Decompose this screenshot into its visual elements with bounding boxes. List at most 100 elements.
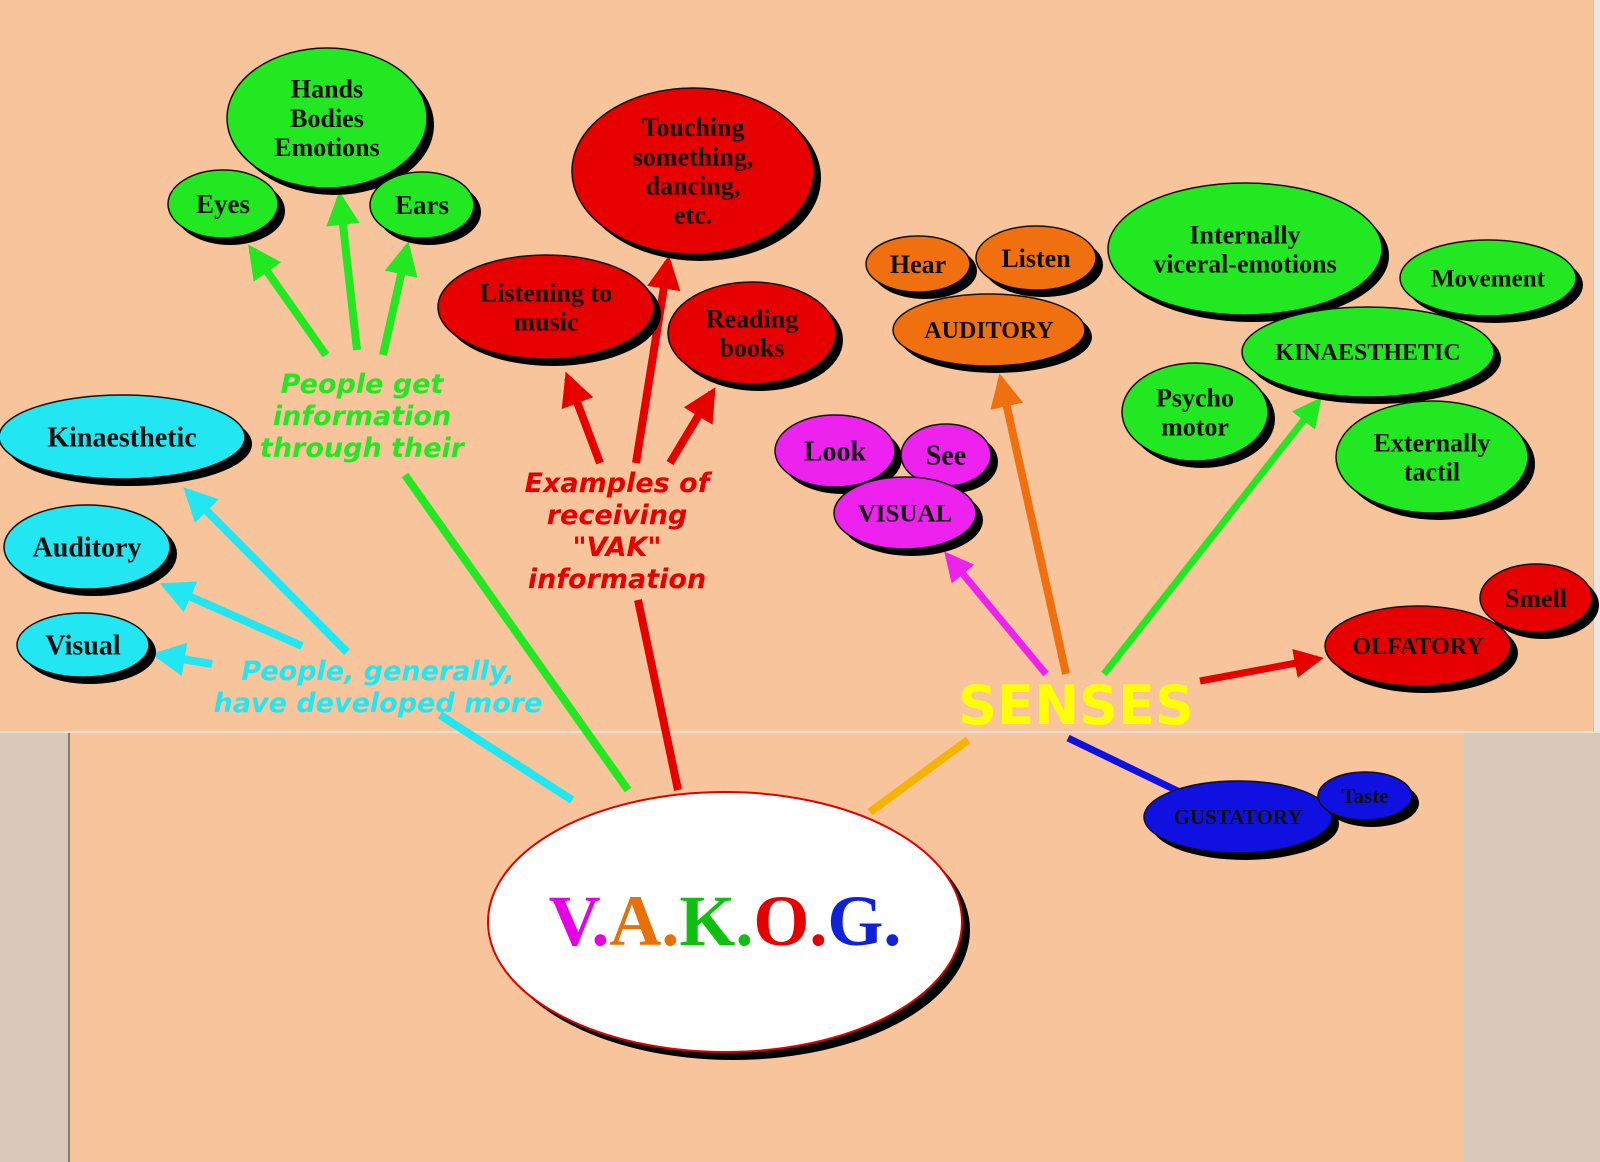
vakog-letter-5: G. (827, 881, 901, 961)
node-look[interactable]: Look (774, 414, 902, 494)
arrow-to-auditory-left (159, 581, 304, 650)
connector-center-to-green-note (401, 472, 632, 793)
scrollbar-edge[interactable] (1593, 0, 1600, 732)
node-internally-label: Internally (1189, 220, 1300, 249)
node-internally-bubble (1107, 182, 1383, 316)
node-externally-label: Externally (1374, 428, 1491, 457)
node-gustatory-label: GUSTATORY (1174, 805, 1303, 829)
node-hear[interactable]: Hear (865, 235, 977, 299)
note-people-generally-line: People, generally, (241, 656, 514, 687)
node-auditory-sense[interactable]: AUDITORY (892, 293, 1092, 373)
node-kinaesthetic-left[interactable]: Kinaesthetic (0, 394, 252, 486)
node-internally-label: viceral-emotions (1153, 249, 1336, 278)
node-visual-left-label: Visual (45, 631, 120, 662)
node-visual-sense-bubble (833, 476, 977, 550)
node-gustatory[interactable]: GUSTATORY (1143, 780, 1339, 860)
node-touching-label: Touching (641, 113, 744, 142)
node-taste-label: Taste (1341, 784, 1388, 808)
arrow-to-kinaesthetic-left (183, 487, 350, 655)
node-auditory-sense-label: AUDITORY (924, 318, 1053, 344)
node-psycho-motor-label: motor (1161, 412, 1229, 441)
node-visual-left[interactable]: Visual (16, 612, 156, 684)
node-ears-bubble (369, 171, 475, 239)
note-people-generally-line: have developed more (214, 688, 543, 719)
node-auditory-left[interactable]: Auditory (3, 504, 177, 596)
arrow-to-kinaesthetic-sense (1101, 397, 1322, 677)
connector-center-to-red-note (634, 599, 682, 791)
node-movement-label: Movement (1431, 266, 1546, 293)
node-auditory-left-label: Auditory (33, 533, 142, 564)
vakog-letter-3: K. (679, 881, 753, 961)
arrow-to-auditory-sense (990, 373, 1070, 675)
node-hands-bodies-emotions-bubble (226, 47, 428, 189)
node-movement[interactable]: Movement (1399, 239, 1583, 323)
node-reading-books-bubble (667, 281, 837, 385)
arrow-to-visual-sense (944, 551, 1049, 677)
node-taste-bubble (1317, 771, 1413, 821)
node-listen-bubble (975, 225, 1097, 291)
note-examples-line: Examples of (525, 468, 713, 499)
node-see-label: See (926, 441, 966, 472)
node-externally-label: tactil (1404, 457, 1460, 486)
arrow-to-listening-music (561, 371, 604, 465)
node-reading-books-label: books (719, 333, 784, 362)
node-olfatory-bubble (1324, 605, 1512, 687)
vakog-letter-1: V. (549, 881, 610, 961)
node-touching-label: something, (633, 142, 754, 171)
node-olfatory[interactable]: OLFATORY (1324, 605, 1518, 693)
node-look-label: Look (804, 437, 867, 468)
note-people-get-line: through their (260, 433, 466, 464)
node-hear-bubble (865, 235, 971, 293)
node-kinaesthetic-sense[interactable]: KINAESTHETIC (1241, 306, 1501, 404)
arrow-to-touching (632, 255, 681, 464)
arrow-to-hands (326, 191, 361, 351)
node-visual-sense[interactable]: VISUAL (833, 476, 983, 556)
center-vakog[interactable]: V.A.K.O.G. (487, 791, 970, 1060)
node-smell-label: Smell (1505, 584, 1567, 613)
node-hands-bodies-emotions-label: Hands (291, 75, 363, 104)
center-vakog-label: V.A.K.O.G. (549, 881, 902, 961)
node-kinaesthetic-left-bubble (0, 394, 246, 480)
node-eyes-bubble (167, 169, 279, 239)
node-taste[interactable]: Taste (1317, 771, 1419, 827)
node-gustatory-bubble (1143, 780, 1333, 854)
node-smell[interactable]: Smell (1479, 563, 1599, 639)
node-eyes[interactable]: Eyes (167, 169, 285, 245)
node-ears[interactable]: Ears (369, 171, 481, 245)
arrow-to-reading-books (666, 387, 716, 466)
node-kinaesthetic-left-label: Kinaesthetic (47, 423, 196, 454)
note-examples-line: "VAK" (572, 532, 661, 563)
connector-center-to-visual-note (437, 711, 575, 804)
node-visual-left-bubble (16, 612, 150, 678)
arrow-to-ears (379, 241, 418, 356)
arrow-to-visual-left (151, 642, 213, 676)
note-examples-line: information (528, 564, 706, 595)
node-see[interactable]: See (900, 423, 998, 493)
node-hands-bodies-emotions-label: Bodies (290, 104, 364, 133)
node-hear-label: Hear (890, 250, 946, 279)
node-listening-music-label: Listening to (480, 278, 612, 307)
center-vakog-bubble (487, 791, 963, 1053)
node-auditory-sense-bubble (892, 293, 1086, 367)
node-listen[interactable]: Listen (975, 225, 1103, 297)
node-listen-label: Listen (1001, 244, 1071, 273)
node-externally-bubble (1335, 400, 1529, 514)
node-listening-music-label: music (514, 307, 579, 336)
connector-senses-to-gustatory (1066, 734, 1190, 800)
note-people-get-line: People get (281, 369, 445, 400)
vakog-letter-4: O. (753, 881, 827, 961)
node-visual-sense-label: VISUAL (858, 501, 952, 528)
node-movement-bubble (1399, 239, 1577, 317)
node-psycho-motor-bubble (1121, 362, 1269, 462)
senses-label: SENSES (958, 674, 1194, 737)
